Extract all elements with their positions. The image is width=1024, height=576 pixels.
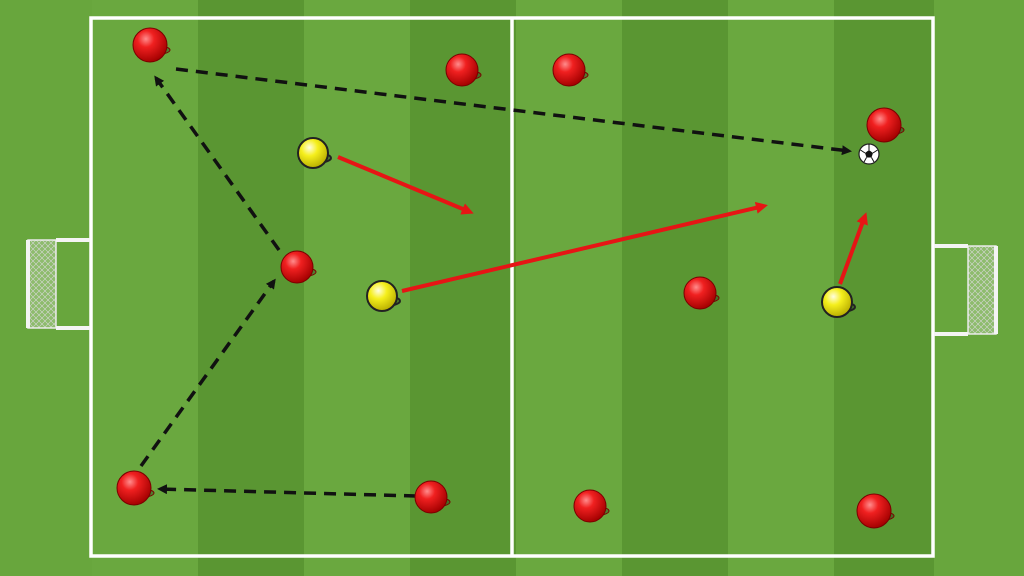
red-player-marker-icon xyxy=(445,53,482,87)
yellow-player-marker-icon xyxy=(297,137,332,169)
red-player-marker-icon xyxy=(866,107,905,143)
pass-arrow xyxy=(157,484,417,498)
red-player-marker-icon xyxy=(280,250,317,284)
field-lines xyxy=(89,16,935,558)
yellow-players xyxy=(297,137,856,318)
red-player-marker-icon xyxy=(116,470,155,506)
left-goal xyxy=(26,238,90,330)
run-arrow xyxy=(838,212,868,285)
yellow-player-marker-icon xyxy=(366,280,401,312)
goal-net-icon xyxy=(26,238,90,330)
pass-arrow xyxy=(175,67,852,156)
red-player-marker-icon xyxy=(414,480,451,514)
pass-arrows xyxy=(139,67,852,498)
red-player-marker-icon xyxy=(552,53,589,87)
pass-arrow xyxy=(154,75,281,252)
run-arrows xyxy=(337,155,868,293)
run-arrow xyxy=(401,201,768,293)
red-player-marker-icon xyxy=(683,276,720,310)
soccer-ball-icon xyxy=(858,143,880,165)
pass-arrow xyxy=(139,278,276,468)
goal-net-icon xyxy=(934,244,998,336)
red-player-marker-icon xyxy=(856,493,895,529)
red-players xyxy=(116,27,905,529)
red-player-marker-icon xyxy=(573,489,610,523)
run-arrow xyxy=(337,155,474,215)
red-player-marker-icon xyxy=(132,27,171,63)
yellow-player-marker-icon xyxy=(821,286,856,318)
right-goal xyxy=(934,244,998,336)
